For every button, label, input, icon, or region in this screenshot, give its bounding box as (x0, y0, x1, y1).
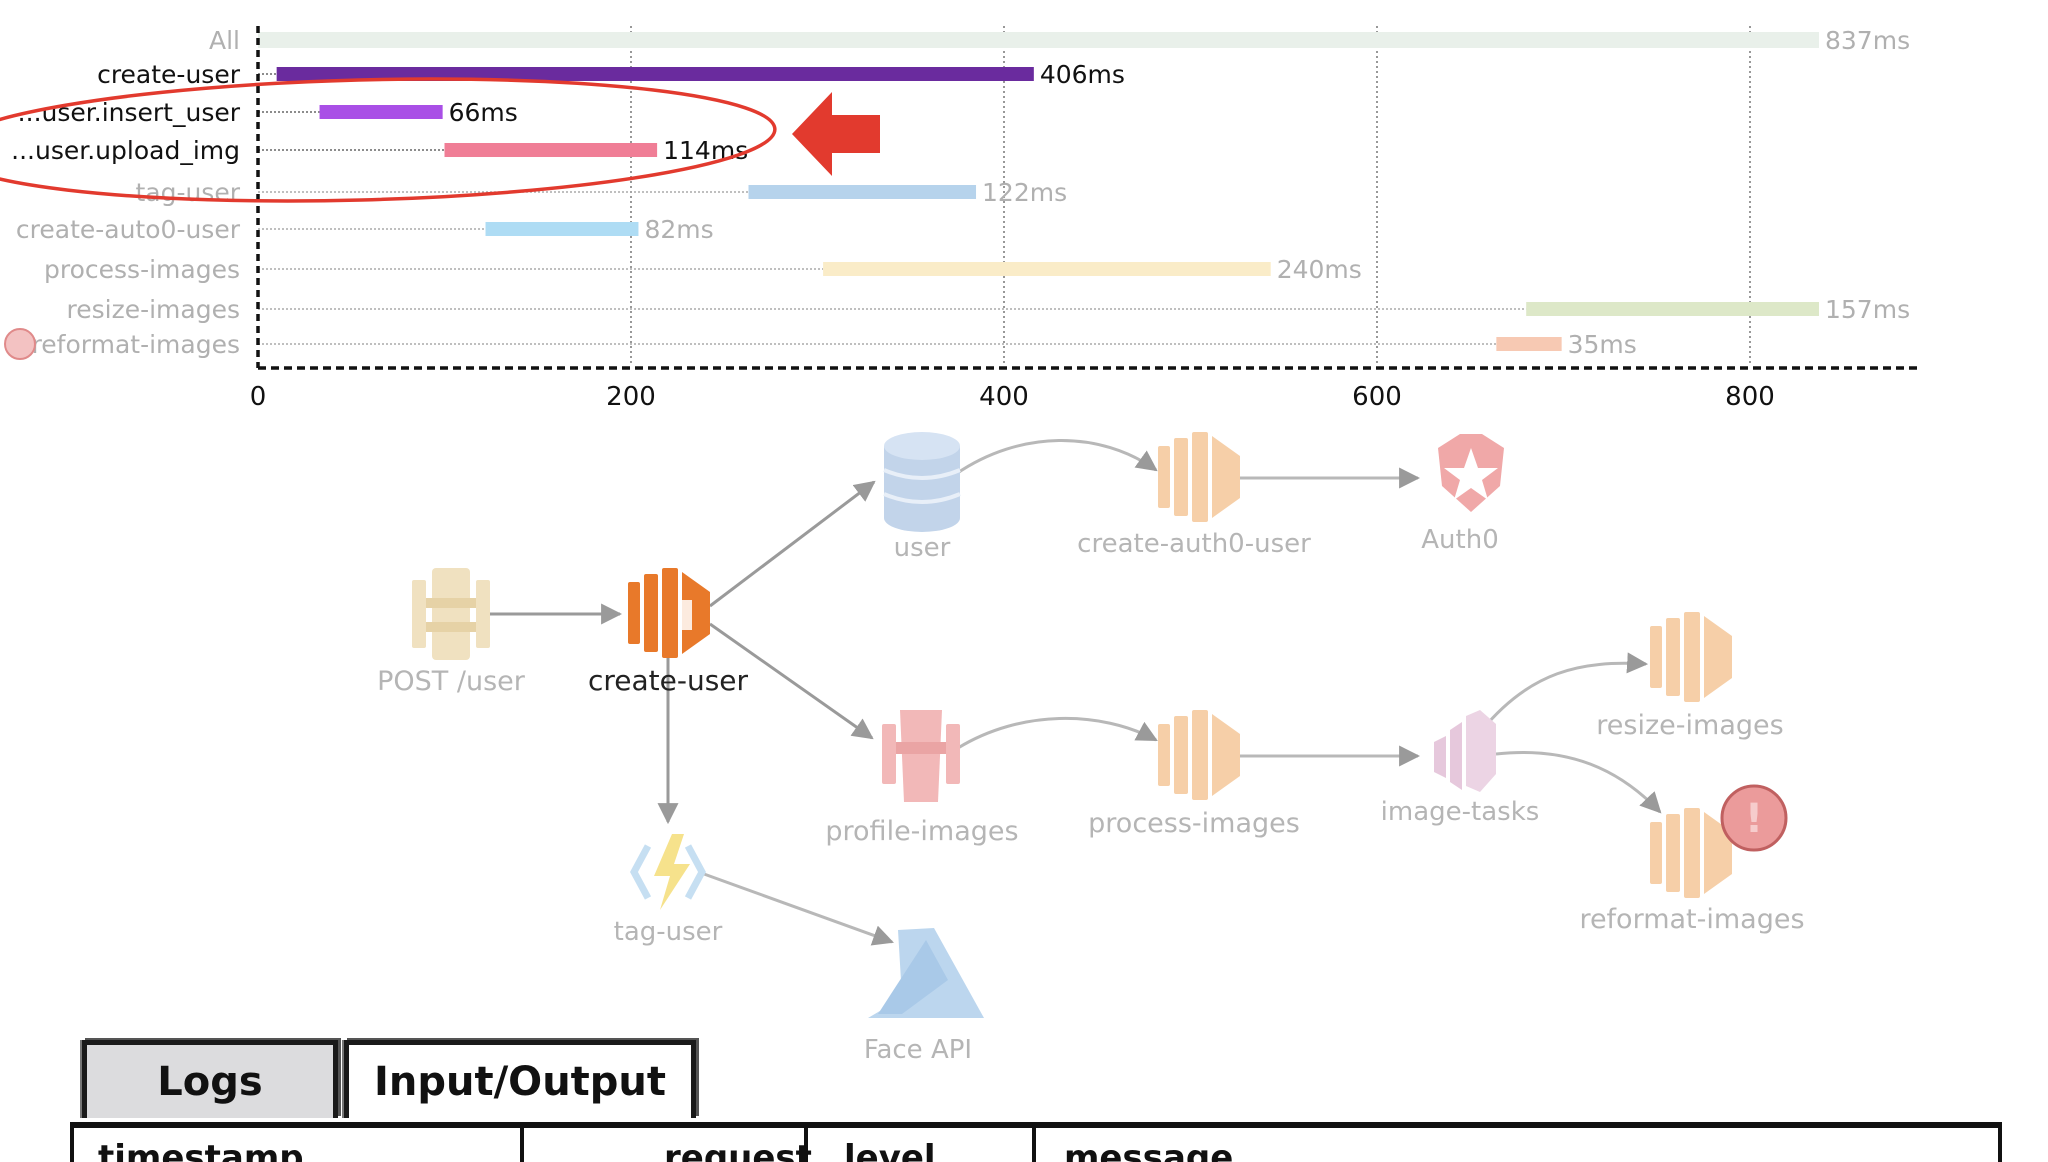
node-label-auth0: Auth0 (1421, 525, 1498, 555)
timeline-row-label: ...user.upload_img (11, 136, 240, 165)
timeline-bar-duration: 157ms (1825, 295, 1910, 324)
timeline-row-label: create-auto0-user (16, 215, 241, 244)
timeline-row-label: process-images (44, 255, 240, 284)
edge-tag-to-face-api (703, 872, 894, 946)
column-header-level[interactable]: level (844, 1138, 936, 1162)
error-badge-icon[interactable] (1720, 784, 1788, 852)
column-header-message[interactable]: message (1064, 1138, 1234, 1162)
log-table: timestamp request level message (70, 1122, 2002, 1162)
timeline-tick-label: 200 (606, 382, 656, 412)
timeline-tick-labels: 0 200 400 600 800 (250, 382, 1775, 412)
timeline-bar[interactable] (748, 185, 977, 199)
node-label-profile-images: profile-images (825, 816, 1018, 847)
node-label-reformat-images: reformat-images (1579, 904, 1804, 935)
tab-input-output-label: Input/Output (373, 1058, 667, 1105)
timeline-bar[interactable] (485, 222, 639, 236)
lambda-icon[interactable] (628, 568, 710, 658)
waterfall-timeline: All 837ms create-user 406ms ...user.insert_u… (0, 26, 1920, 412)
timeline-tick-label: 0 (250, 382, 267, 412)
column-divider (1032, 1128, 1036, 1162)
timeline-bar[interactable] (1526, 302, 1820, 316)
timeline-tick-label: 400 (979, 382, 1029, 412)
timeline-row[interactable]: resize-images 157ms (67, 295, 1911, 324)
lambda-icon[interactable] (1650, 808, 1732, 898)
lambda-icon[interactable] (1158, 710, 1240, 800)
timeline-row[interactable]: reformat-images 35ms (32, 330, 1637, 359)
timeline-row[interactable]: process-images 240ms (44, 255, 1362, 284)
timeline-bar[interactable] (444, 143, 658, 157)
lambda-icon[interactable] (1158, 432, 1240, 522)
s3-bucket-icon[interactable] (882, 710, 960, 802)
timeline-row-label: tag-user (135, 178, 240, 207)
timeline-gridlines (630, 26, 1751, 366)
sns-topic-icon[interactable] (1434, 710, 1496, 792)
timeline-row-label: All (209, 26, 240, 55)
column-divider (520, 1128, 524, 1162)
node-label-create-auth0-user: create-auth0-user (1077, 529, 1311, 559)
timeline-bar-duration: 837ms (1825, 26, 1910, 55)
timeline-tick-label: 800 (1725, 382, 1775, 412)
node-label-post-user: POST /user (377, 666, 526, 697)
node-label-user: user (894, 533, 951, 563)
node-label-create-user: create-user (588, 664, 749, 697)
timeline-bar-duration: 82ms (644, 215, 713, 244)
timeline-bar-duration: 114ms (663, 136, 748, 165)
column-header-request[interactable]: request (664, 1138, 812, 1162)
timeline-bar[interactable] (319, 105, 443, 119)
edge-user-to-create-auth0 (955, 439, 1158, 476)
node-label-tag-user: tag-user (614, 917, 723, 947)
annotation-arrow-icon (792, 92, 880, 176)
edge-create-to-user (709, 480, 876, 608)
api-gateway-icon[interactable] (412, 568, 490, 660)
node-label-process-images: process-images (1088, 808, 1300, 839)
tab-input-output[interactable]: Input/Output (344, 1040, 696, 1118)
timeline-bar-duration: 122ms (982, 178, 1067, 207)
timeline-bar-duration: 406ms (1040, 60, 1125, 89)
timeline-bar-duration: 240ms (1277, 255, 1362, 284)
azure-logo-icon[interactable] (868, 928, 984, 1018)
annotation-ellipse (0, 77, 777, 203)
node-label-face-api: Face API (864, 1035, 972, 1065)
tab-logs[interactable]: Logs (82, 1040, 338, 1118)
timeline-row[interactable]: All 837ms (209, 26, 1910, 55)
timeline-row[interactable]: ...user.upload_img 114ms (11, 136, 748, 165)
node-label-image-tasks: image-tasks (1381, 797, 1540, 827)
auth0-icon[interactable] (1438, 434, 1504, 512)
lambda-icon[interactable] (1650, 612, 1732, 702)
lambda-icon-detail (678, 600, 692, 630)
azure-function-icon[interactable] (630, 834, 706, 910)
timeline-rows: All 837ms create-user 406ms ...user.insert_u… (4, 26, 1911, 360)
error-badge-mark: ! (1745, 796, 1763, 842)
column-divider (804, 1128, 808, 1162)
edge-tasks-to-reformat (1495, 750, 1662, 814)
timeline-row-label: ...user.insert_user (18, 98, 241, 127)
error-dot-icon[interactable] (4, 328, 36, 360)
column-header-timestamp[interactable]: timestamp (98, 1138, 304, 1162)
timeline-row-label: reformat-images (32, 330, 240, 359)
timeline-row-label: resize-images (67, 295, 241, 324)
timeline-bar[interactable] (1496, 337, 1562, 351)
timeline-bar[interactable] (823, 262, 1271, 276)
timeline-bar-duration: 66ms (449, 98, 518, 127)
tab-logs-label: Logs (157, 1058, 263, 1105)
timeline-bar-duration: 35ms (1568, 330, 1637, 359)
node-label-resize-images: resize-images (1596, 710, 1783, 741)
edge-create-to-profile-images (709, 622, 874, 740)
timeline-bar[interactable] (258, 32, 1820, 48)
timeline-row[interactable]: ...user.insert_user 66ms (18, 98, 518, 127)
edge-tasks-to-resize (1480, 652, 1649, 731)
timeline-row-label: create-user (97, 60, 241, 89)
timeline-tick-label: 600 (1352, 382, 1402, 412)
service-graph: POST /user create-user user create-auth0… (377, 432, 1805, 1065)
database-icon[interactable] (883, 432, 961, 532)
timeline-row[interactable]: tag-user 122ms (135, 178, 1067, 207)
edge-profile-to-process (957, 716, 1158, 750)
timeline-row[interactable]: create-auto0-user 82ms (16, 215, 714, 244)
